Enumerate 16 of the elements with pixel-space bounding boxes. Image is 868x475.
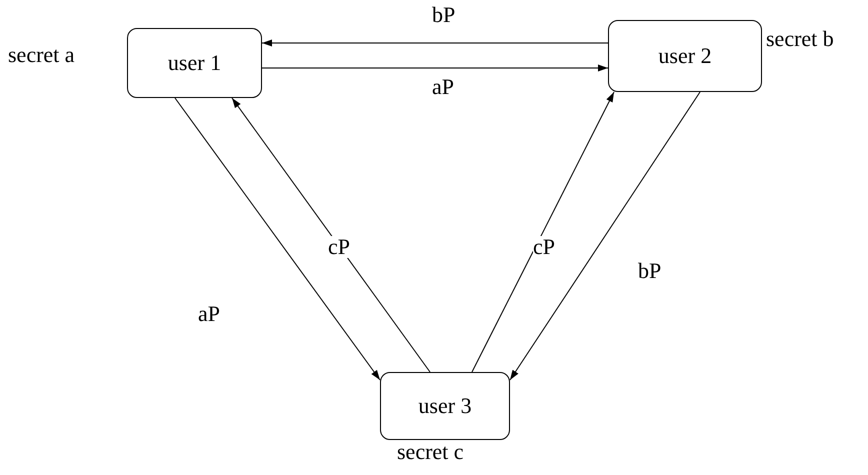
- arrow: [472, 92, 614, 372]
- node-label: user 2: [658, 45, 712, 67]
- user-box: [608, 20, 762, 92]
- user-box: [380, 372, 510, 440]
- arrow: [262, 64, 608, 72]
- edge-label: cP: [328, 236, 350, 258]
- arrow: [510, 92, 700, 380]
- arrow: [174, 98, 380, 380]
- node-label: user 1: [168, 52, 222, 74]
- secret-label: secret b: [766, 28, 834, 50]
- secret-label: secret c: [397, 441, 464, 463]
- secret-label: secret a: [8, 44, 75, 66]
- arrow: [232, 98, 430, 372]
- arrow: [262, 40, 608, 46]
- user-box: [127, 28, 262, 98]
- node-label: user 3: [418, 395, 472, 417]
